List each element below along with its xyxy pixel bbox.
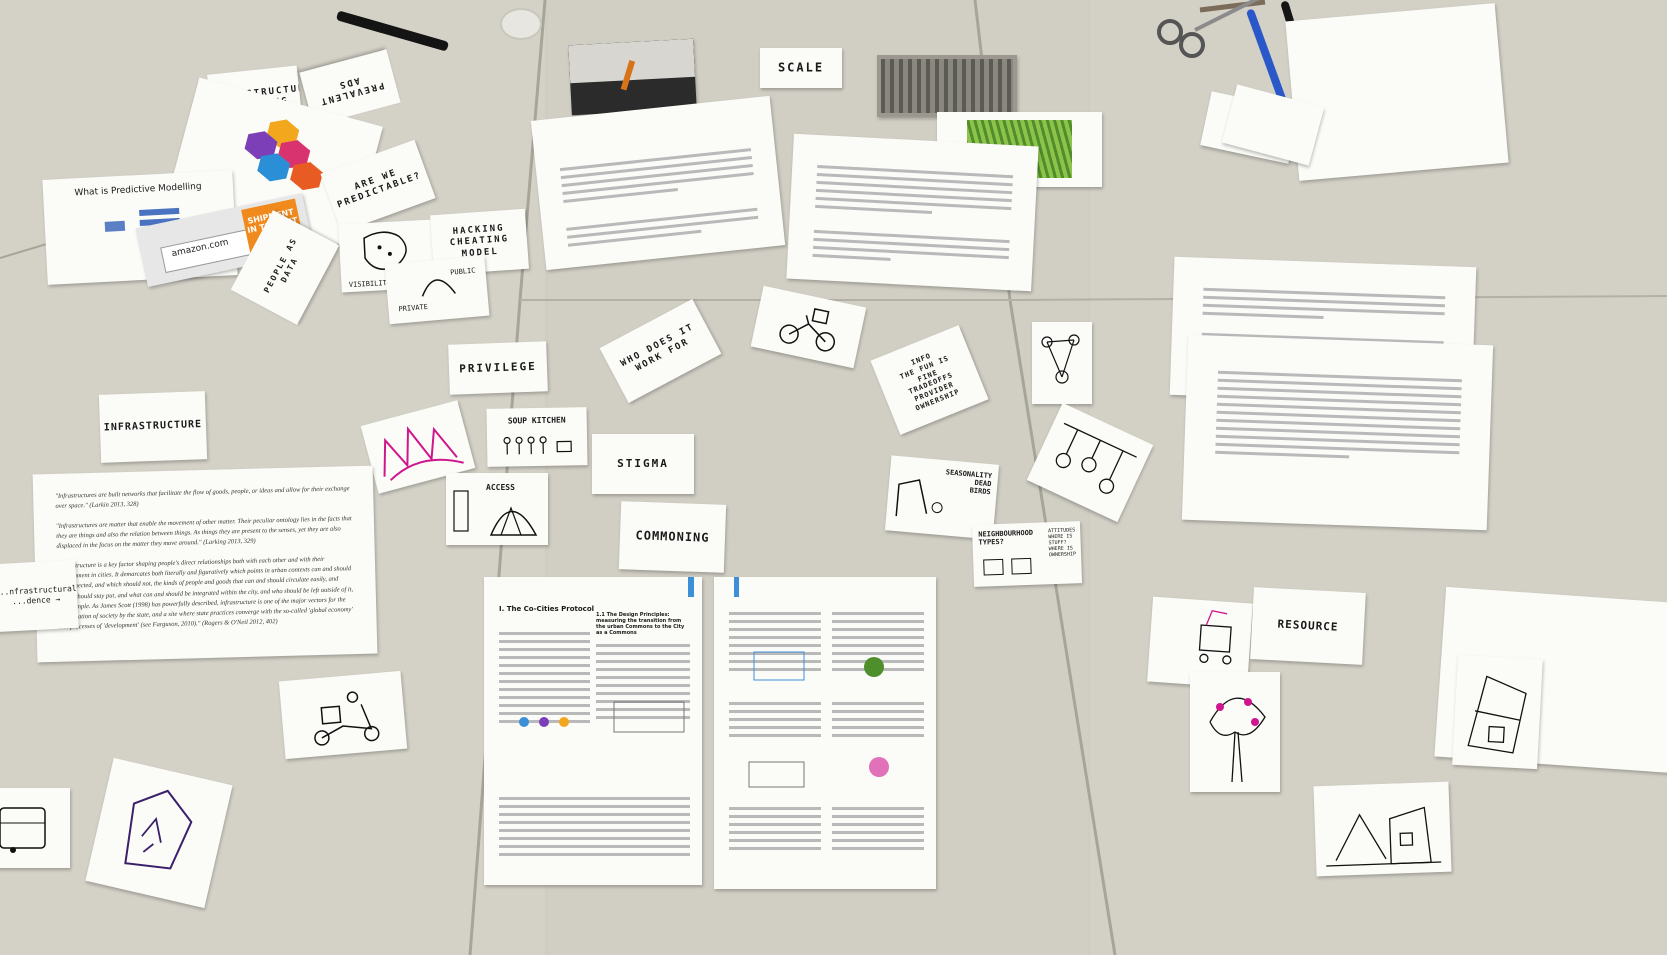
quote-larkin-2: "Infrastructures are matter that enable … (55, 515, 352, 551)
card-infrastructure[interactable]: INFRASTRUCTURE (98, 391, 208, 463)
tent-icon (453, 490, 538, 536)
arc-sketch-icon (421, 279, 456, 297)
card-building-sketch[interactable] (1452, 654, 1543, 770)
hexagon-diagram-sheet[interactable] (167, 77, 383, 248)
bin-sketch-icon (895, 479, 943, 517)
bicycle-icon (779, 308, 836, 352)
network-icon (1041, 334, 1080, 384)
mobile-sketch-icon (1055, 422, 1137, 494)
glass-cup (500, 8, 542, 40)
card-commoning[interactable]: COMMONING (618, 501, 727, 573)
map-sketch-icon (363, 231, 407, 270)
co-cities-protocol-page-2[interactable] (714, 577, 936, 889)
text-sheet-middle-left[interactable] (530, 95, 786, 271)
card-shop-sketch[interactable] (360, 400, 476, 494)
card-neighbourhood-types[interactable]: NEIGHBOURHOOD TYPES? ATTITUDES WHERE IS … (971, 521, 1083, 587)
text-sheet-right-bottom[interactable] (1181, 334, 1494, 531)
co-cities-protocol-page-1[interactable]: I. The Co-Cities Protocol 1.1 The Design… (484, 577, 702, 885)
quote-rogers: "Infrastructure is a key factor shaping … (56, 556, 354, 631)
card-seasonality[interactable]: SEASONALITY DEAD BIRDS (884, 455, 1000, 540)
card-stigma[interactable]: STIGMA (592, 434, 694, 494)
card-pendulum-sketch[interactable] (1026, 402, 1154, 523)
card-house-sketch[interactable] (1313, 781, 1452, 877)
icons-row (519, 701, 685, 733)
people-queue-icon (503, 436, 572, 455)
card-private-public[interactable]: PRIVATE PUBLIC (384, 255, 490, 325)
card-bicycle[interactable] (750, 285, 867, 369)
card-scale[interactable]: SCALE (760, 48, 842, 88)
card-visibility-of-crime[interactable]: VISIBILITY OF CRIME (338, 219, 437, 293)
card-shopping-cart[interactable] (1147, 596, 1253, 689)
house-icon (1326, 806, 1442, 867)
building-icon (1467, 675, 1527, 754)
card-bus-sketch[interactable] (0, 788, 70, 868)
quote-larkin-1: "Infrastructures are built networks that… (55, 485, 350, 510)
card-network-sketch[interactable] (1032, 322, 1092, 404)
card-delivery-scooter[interactable] (278, 670, 408, 760)
card-soup-kitchen[interactable]: SOUP KITCHEN (486, 407, 588, 467)
photo-plantation[interactable] (877, 55, 1017, 117)
blank-paper-stack[interactable] (1285, 3, 1509, 181)
cart-icon (1198, 610, 1232, 665)
text-sheet-middle-right[interactable] (786, 133, 1039, 292)
scooter-icon (314, 691, 380, 746)
photo-sign[interactable] (568, 38, 697, 116)
card-privilege[interactable]: PRIVILEGE (448, 341, 548, 395)
card-access[interactable]: ACCESS (446, 473, 548, 545)
infrastructure-quotes-sheet[interactable]: "Infrastructures are built networks that… (32, 465, 378, 663)
card-infrastructural-dependence[interactable]: ...nfrastructural ...dence → (0, 559, 79, 633)
hexagon-icon (244, 119, 323, 191)
card-tree-sketch[interactable] (1190, 672, 1280, 792)
bus-icon (0, 807, 46, 853)
shop-sketch-icon (383, 426, 464, 481)
card-resource[interactable]: RESOURCE (1250, 587, 1366, 665)
tree-icon (1209, 697, 1266, 783)
illustration-icons (748, 651, 889, 788)
card-purple-sketch[interactable] (85, 757, 233, 909)
hand-phone-icon (124, 789, 193, 870)
